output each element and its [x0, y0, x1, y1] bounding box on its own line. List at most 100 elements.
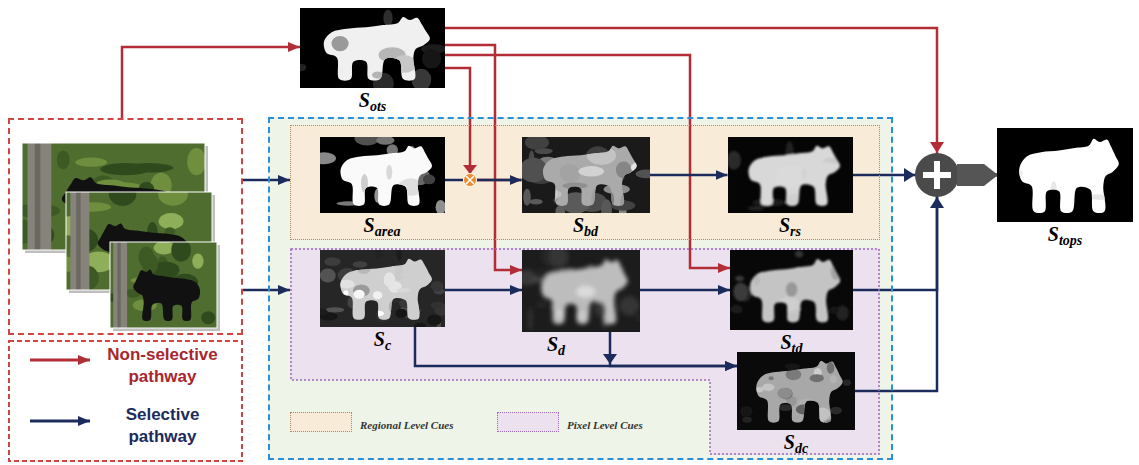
map-texture	[619, 296, 639, 315]
map-texture	[556, 311, 574, 316]
map-texture	[740, 406, 753, 417]
saliency-picture	[737, 352, 855, 430]
pathway-arrow	[610, 332, 737, 366]
map-texture	[731, 305, 743, 314]
arrowhead	[603, 354, 617, 364]
legend-item: Pixel Level Cues	[567, 415, 643, 433]
map-texture	[320, 269, 336, 283]
map-texture	[839, 196, 853, 202]
map-texture	[376, 137, 394, 145]
saliency-image: Sbd	[522, 137, 650, 213]
map-texture	[625, 186, 630, 197]
map-texture	[396, 288, 410, 292]
map-texture	[338, 280, 355, 289]
label-subscript: c	[385, 338, 391, 353]
map-texture	[738, 281, 748, 295]
map-texture	[830, 407, 842, 415]
image-label: Stops	[1048, 223, 1082, 245]
saliency-picture	[300, 8, 445, 88]
label-holder: Sbd	[522, 215, 650, 236]
map-texture	[354, 137, 379, 146]
map-texture	[396, 79, 403, 84]
map-texture	[635, 169, 649, 178]
map-ground	[320, 137, 445, 213]
map-texture	[549, 250, 569, 268]
saliency-image: Sarea	[320, 137, 445, 213]
map-texture	[755, 387, 763, 392]
map-texture	[620, 190, 642, 213]
bear-silhouette	[1019, 139, 1119, 213]
map-texture	[353, 261, 368, 267]
cues-frame: SareaSbdSrsScSdStdSdc	[268, 117, 893, 460]
map-texture	[781, 193, 811, 207]
photo-border	[110, 242, 217, 328]
legend-text: Non-selective pathway	[100, 344, 225, 388]
map-texture	[762, 384, 774, 391]
map-texture	[594, 302, 601, 325]
bear-silhouette	[324, 17, 430, 81]
saliency-map	[522, 137, 650, 213]
map-texture	[331, 266, 350, 273]
label-holder: Sc	[320, 329, 445, 350]
map-texture	[530, 189, 559, 204]
map-ground	[728, 137, 853, 213]
map-texture	[396, 307, 406, 313]
map-texture	[737, 398, 747, 411]
map-texture	[334, 204, 349, 208]
pathway-arrow	[445, 55, 730, 268]
map-texture	[384, 272, 396, 287]
map-texture	[815, 407, 830, 420]
label-subscript: rs	[790, 224, 801, 239]
map-texture	[392, 55, 417, 73]
saliency-image: Sd	[522, 250, 640, 332]
map-texture	[320, 152, 336, 164]
map-texture	[822, 157, 853, 163]
bear-silhouette	[340, 145, 432, 205]
label-holder: Sd	[530, 334, 582, 355]
map-texture	[386, 164, 392, 179]
map-texture	[759, 419, 773, 430]
map-texture	[530, 277, 543, 282]
map-texture	[842, 408, 852, 416]
input-images	[10, 120, 241, 333]
arrowhead	[904, 168, 915, 182]
map-texture	[755, 403, 759, 408]
legend-swatch	[290, 412, 352, 432]
label-letter: S	[779, 214, 790, 236]
label-letter: S	[573, 214, 584, 236]
map-texture	[426, 179, 437, 195]
map-texture	[576, 286, 595, 298]
map-texture	[1050, 181, 1057, 208]
map-texture	[414, 323, 426, 327]
map-texture	[630, 161, 649, 173]
pathway-arrow	[122, 47, 300, 118]
label-letter: S	[547, 333, 558, 355]
map-texture	[735, 276, 744, 281]
map-texture	[528, 307, 533, 331]
saliency-picture	[997, 128, 1133, 222]
saliency-image: Sdc	[737, 352, 855, 430]
label-subscript: bd	[584, 224, 598, 239]
map-texture	[997, 168, 1023, 180]
saliency-map	[320, 137, 445, 213]
map-texture	[397, 250, 402, 261]
map-texture	[842, 270, 847, 289]
pathway-arrow	[640, 289, 730, 292]
map-texture	[300, 64, 306, 72]
legend-text: Regional Level Cues	[360, 419, 454, 431]
input-photo	[110, 242, 217, 328]
map-texture	[810, 374, 824, 382]
map-texture	[375, 250, 383, 259]
map-texture	[1083, 194, 1118, 200]
map-texture	[629, 289, 640, 296]
saliency-picture	[728, 137, 853, 213]
map-texture	[733, 283, 748, 302]
label-letter: S	[784, 431, 795, 453]
label-letter: S	[374, 328, 385, 350]
label-subscript: area	[375, 224, 401, 239]
saliency-image: Std	[730, 250, 853, 330]
label-letter: S	[359, 89, 370, 111]
image-label: Sc	[374, 328, 391, 350]
legend-item: Selective pathway	[100, 404, 225, 448]
